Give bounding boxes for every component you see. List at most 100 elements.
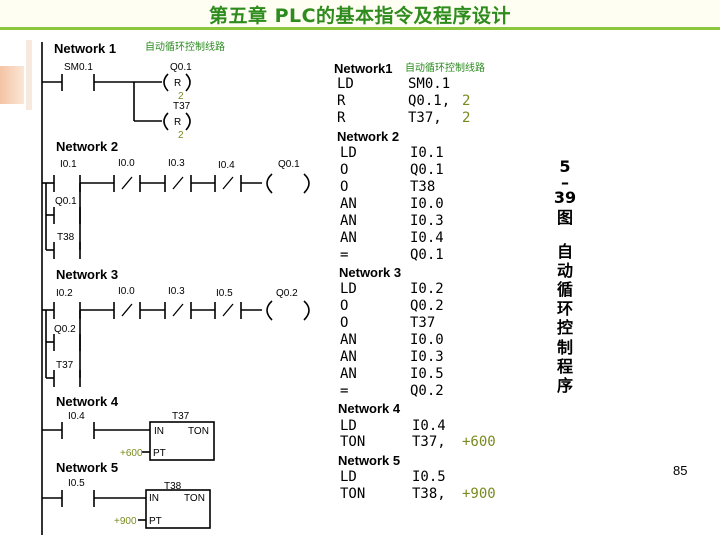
- ladder-net1-contact: SM0.1: [64, 62, 93, 73]
- ladder-net3-c1: I0.2: [56, 288, 73, 299]
- ladder-net4-timer: T37: [172, 411, 190, 422]
- ladder-net4-head: Network 4: [56, 394, 119, 409]
- caption-char-4: 自: [557, 242, 573, 261]
- ladder-net1-comment: 自动循环控制线路: [145, 40, 225, 53]
- caption-char-11: 序: [557, 376, 573, 395]
- stl-net3-r2-arg: T37: [410, 315, 435, 331]
- nc-slashes: [121, 176, 234, 317]
- stl-net3-r5-arg: I0.5: [410, 366, 444, 382]
- stl-net3-r0-arg: I0.2: [410, 281, 444, 297]
- stl-net4-r1-val: +600: [462, 434, 496, 450]
- ladder-net1-t-label: T37: [173, 101, 191, 112]
- stl-net1-r1-op: R: [337, 93, 346, 109]
- stl-net3-r6-arg: Q0.2: [410, 383, 444, 399]
- ladder-net5-head: Network 5: [56, 460, 118, 475]
- stl-net1-r1-val: 2: [462, 93, 470, 109]
- caption-char-9: 制: [557, 338, 573, 357]
- stl-net2-r0-arg: I0.1: [410, 145, 444, 161]
- ladder-net4-contact: I0.4: [68, 411, 85, 422]
- stl-net5-r1-val: +900: [462, 486, 496, 502]
- stl-net5-r1-op: TON: [340, 486, 365, 502]
- ladder-net5-contact: I0.5: [68, 478, 85, 489]
- ladder-net4-ton: TON: [188, 426, 209, 437]
- ladder-net5-timer: T38: [164, 481, 182, 492]
- stl-net3-r1-op: O: [340, 298, 348, 314]
- stl-net1-r2-val: 2: [462, 110, 470, 126]
- ladder-net2-out: Q0.1: [278, 159, 300, 170]
- stl-net1-comment: 自动循环控制线路: [405, 61, 485, 74]
- stl-net4-head: Network 4: [338, 401, 401, 416]
- stl-net4-r0-arg: I0.4: [412, 418, 446, 434]
- ladder-net3-c1b: Q0.2: [54, 324, 76, 335]
- ladder-net4-pt-val: +600: [120, 448, 143, 459]
- stl-net2-r3-arg: I0.0: [410, 196, 444, 212]
- stl-net3-r4-arg: I0.3: [410, 349, 444, 365]
- stl-net2-r4-arg: I0.3: [410, 213, 444, 229]
- title-rule: [0, 27, 720, 30]
- ladder-net1-t-n: 2: [178, 130, 184, 141]
- ladder-net2-c2: I0.0: [118, 158, 135, 169]
- stl-net2-r1-op: O: [340, 162, 348, 178]
- stl-net4-r1-op: TON: [340, 434, 365, 450]
- caption-char-8: 控: [557, 318, 573, 337]
- stl-net2-r5-arg: I0.4: [410, 230, 444, 246]
- caption-char-7: 环: [557, 299, 573, 318]
- stl-net1-r0-op: LD: [337, 76, 354, 92]
- ladder-net1-q-n: 2: [178, 91, 184, 102]
- ladder-net3-c2: I0.0: [118, 286, 135, 297]
- stl-net5-r0-arg: I0.5: [412, 469, 446, 485]
- ladder-net2-c3: I0.3: [168, 158, 185, 169]
- stl-net3-r6-op: =: [340, 383, 348, 399]
- ladder-net2-c4: I0.4: [218, 160, 235, 171]
- stl-net2-head: Network 2: [337, 129, 399, 144]
- ladder-net4-pt: PT: [153, 448, 166, 459]
- caption-char-2: 39: [554, 188, 576, 207]
- ladder-net3-c4: I0.5: [216, 288, 233, 299]
- decorative-strip-2: [26, 40, 32, 110]
- title-bar: [0, 0, 720, 27]
- stl-net5-r0-op: LD: [340, 469, 357, 485]
- stl-net1-r0-arg: SM0.1: [408, 76, 450, 92]
- decorative-strip: [0, 66, 24, 104]
- ladder-net5-ton: TON: [184, 493, 205, 504]
- ladder-net1-q-label: Q0.1: [170, 62, 192, 73]
- stl-net2-r6-op: =: [340, 247, 348, 263]
- ladder-net4-in: IN: [154, 426, 164, 437]
- stl-net1-r2-arg: T37,: [408, 110, 442, 126]
- stl-net1-r1-arg: Q0.1,: [408, 93, 450, 109]
- page-number: 85: [673, 463, 688, 478]
- caption-char-5: 动: [557, 261, 573, 280]
- stl-net3-head: Network 3: [339, 265, 401, 280]
- caption-char-0: 5: [559, 157, 570, 176]
- caption-char-10: 程: [557, 357, 573, 376]
- ladder-net2-head: Network 2: [56, 139, 118, 154]
- stl-net3-r2-op: O: [340, 315, 348, 331]
- ladder-net1-q-r: R: [174, 78, 181, 89]
- ladder-net2-c1b: Q0.1: [55, 196, 77, 207]
- ladder-net3-out: Q0.2: [276, 288, 298, 299]
- stl-net2-r4-op: AN: [340, 213, 357, 229]
- stl-net4-r0-op: LD: [340, 418, 357, 434]
- stl-net4-r1-arg: T37,: [412, 434, 446, 450]
- page-title: 第五章 PLC的基本指令及程序设计: [208, 5, 512, 27]
- ladder-net3-c3: I0.3: [168, 286, 185, 297]
- stl-net1-r2-op: R: [337, 110, 346, 126]
- stl-net2-r3-op: AN: [340, 196, 357, 212]
- stl-net2-r2-arg: T38: [410, 179, 435, 195]
- stl-net2-r0-op: LD: [340, 145, 357, 161]
- stl-net5-head: Network 5: [338, 453, 400, 468]
- stl-net3-rows: LD I0.2 O Q0.2 O T37 AN I0.0 AN I0.3 AN …: [340, 281, 444, 399]
- stl-net3-r4-op: AN: [340, 349, 357, 365]
- stl-net2-r6-arg: Q0.1: [410, 247, 444, 263]
- ladder-net3-c1c: T37: [56, 360, 74, 371]
- ladder-net2-c1: I0.1: [60, 159, 77, 170]
- stl-net5-r1-arg: T38,: [412, 486, 446, 502]
- caption-char-6: 循: [557, 280, 573, 299]
- ladder-net1-t-r: R: [174, 117, 181, 128]
- stl-net3-r1-arg: Q0.2: [410, 298, 444, 314]
- stl-net2-rows: LD I0.1 O Q0.1 O T38 AN I0.0 AN I0.3 AN …: [340, 145, 444, 263]
- stl-net3-r3-op: AN: [340, 332, 357, 348]
- figure-caption: 5 – 39 图 自 动 循 环 控 制 程 序: [554, 157, 576, 395]
- stl-net3-r0-op: LD: [340, 281, 357, 297]
